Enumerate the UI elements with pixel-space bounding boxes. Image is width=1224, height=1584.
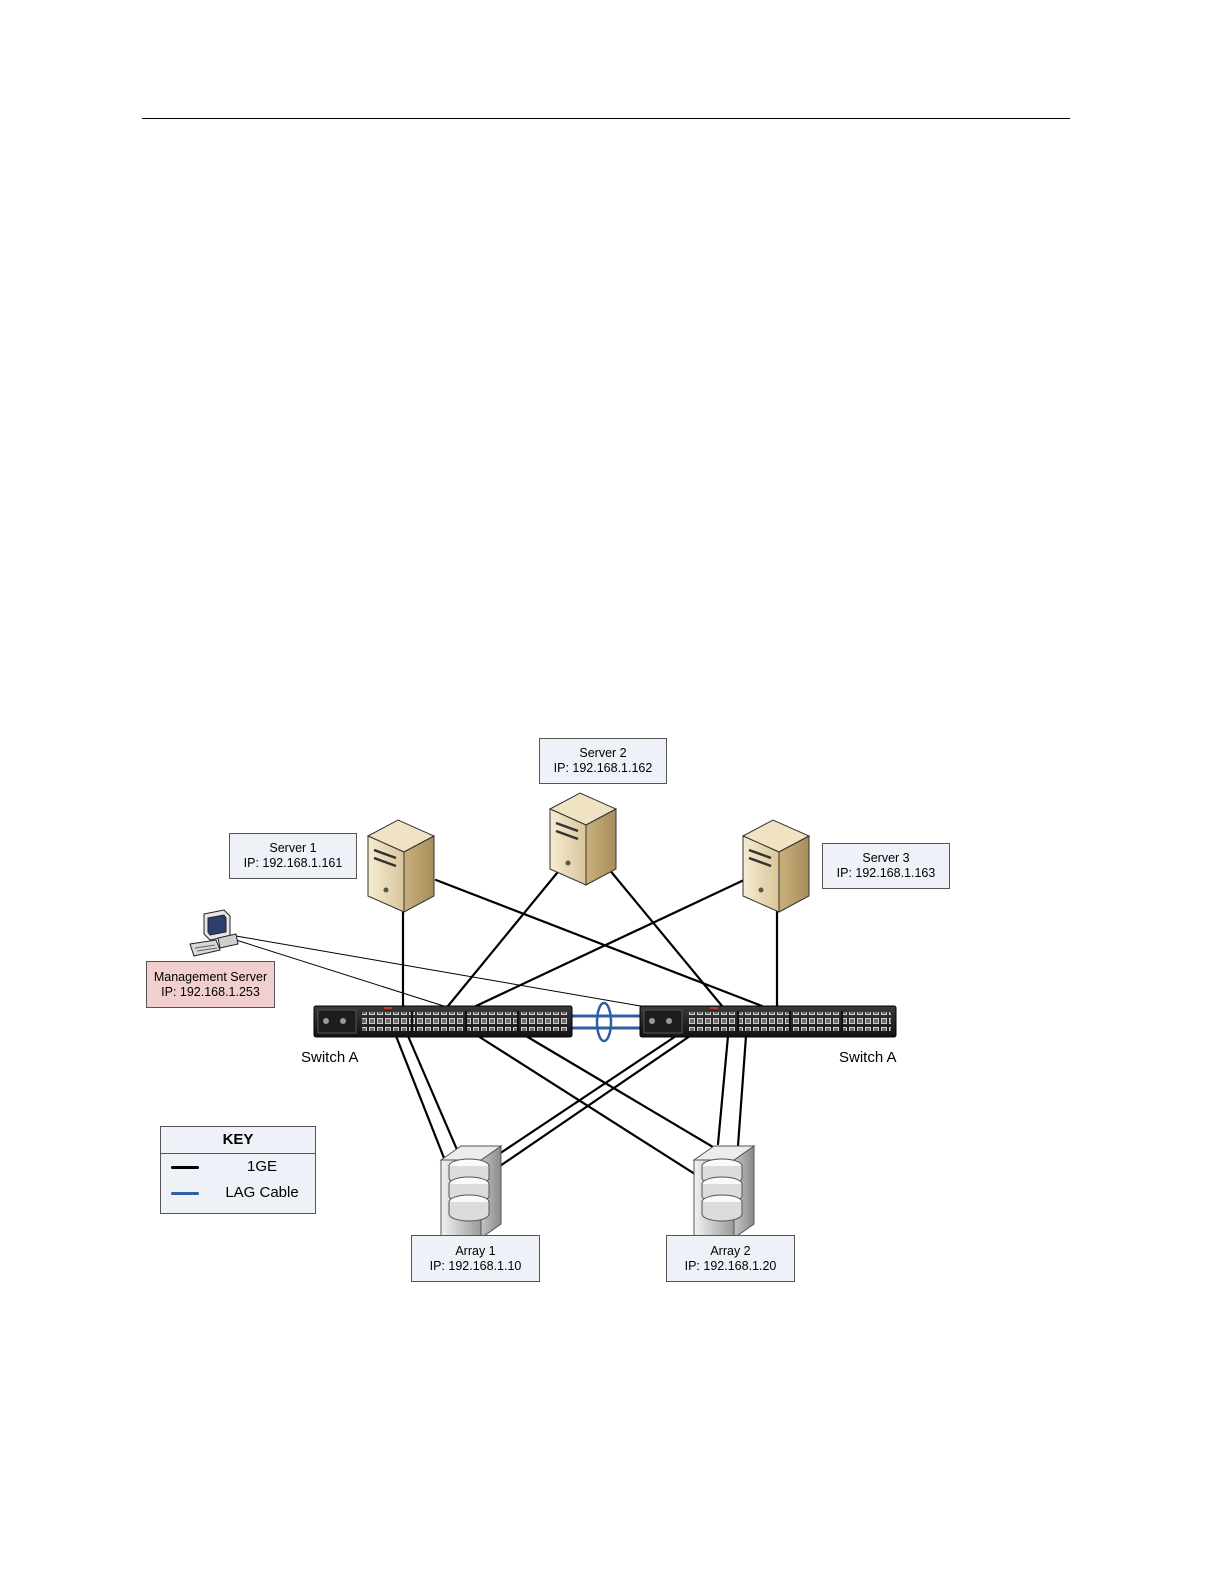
server3-ip: IP: 192.168.1.163	[823, 866, 949, 881]
array1-name: Array 1	[412, 1244, 539, 1259]
server3-name: Server 3	[823, 851, 949, 866]
cable-array2-switchA-1	[478, 1036, 698, 1176]
legend-label-1ge: 1GE	[217, 1158, 307, 1175]
cable-array1-switchB-2	[496, 1036, 676, 1156]
server2-name: Server 2	[540, 746, 666, 761]
array2-label: Array 2 IP: 192.168.1.20	[666, 1235, 795, 1282]
array2-name: Array 2	[667, 1244, 794, 1259]
cable-array1-switchA-2	[408, 1036, 458, 1152]
server3-icon	[743, 820, 809, 912]
server1-icon	[368, 820, 434, 912]
switch-right-label: Switch A	[839, 1049, 897, 1066]
server1-name: Server 1	[230, 841, 356, 856]
cable-array2-switchB-1	[718, 1036, 728, 1144]
management-server-label: Management Server IP: 192.168.1.253	[146, 961, 275, 1008]
legend-swatch-lag	[171, 1192, 199, 1195]
switch-right-icon	[640, 1006, 896, 1037]
cable-mgmt-switchB	[236, 936, 652, 1008]
cable-server3-switchA	[476, 880, 744, 1006]
server3-label: Server 3 IP: 192.168.1.163	[822, 843, 950, 889]
cable-server1-switchB	[436, 880, 762, 1006]
server1-label: Server 1 IP: 192.168.1.161	[229, 833, 357, 879]
cables-management	[236, 936, 652, 1008]
legend-key: KEY 1GE LAG Cable	[160, 1126, 316, 1214]
cable-server2-switchA	[448, 873, 557, 1006]
array2-ip: IP: 192.168.1.20	[667, 1259, 794, 1274]
legend-label-lag: LAG Cable	[217, 1184, 307, 1201]
legend-item-lag: LAG Cable	[161, 1180, 315, 1206]
legend-title: KEY	[161, 1127, 315, 1154]
array1-ip: IP: 192.168.1.10	[412, 1259, 539, 1274]
cable-array2-switchA-2	[526, 1036, 718, 1150]
switch-left-label: Switch A	[301, 1049, 359, 1066]
switch-left-icon	[314, 1006, 572, 1037]
management-server-name: Management Server	[147, 970, 274, 985]
server2-label: Server 2 IP: 192.168.1.162	[539, 738, 667, 784]
server2-ip: IP: 192.168.1.162	[540, 761, 666, 776]
cable-array1-switchA-1	[396, 1036, 444, 1158]
management-server-ip: IP: 192.168.1.253	[147, 985, 274, 1000]
legend-item-1ge: 1GE	[161, 1154, 315, 1180]
lag-cable	[570, 1003, 642, 1041]
array1-icon	[441, 1146, 501, 1238]
legend-swatch-1ge	[171, 1166, 199, 1169]
cable-array1-switchB-1	[500, 1036, 690, 1166]
array1-label: Array 1 IP: 192.168.1.10	[411, 1235, 540, 1282]
server2-icon	[550, 793, 616, 885]
lag-bundle-ring	[597, 1003, 611, 1041]
server1-ip: IP: 192.168.1.161	[230, 856, 356, 871]
array2-icon	[694, 1146, 754, 1238]
cable-array2-switchB-2	[738, 1036, 746, 1146]
workstation-icon	[190, 910, 238, 956]
